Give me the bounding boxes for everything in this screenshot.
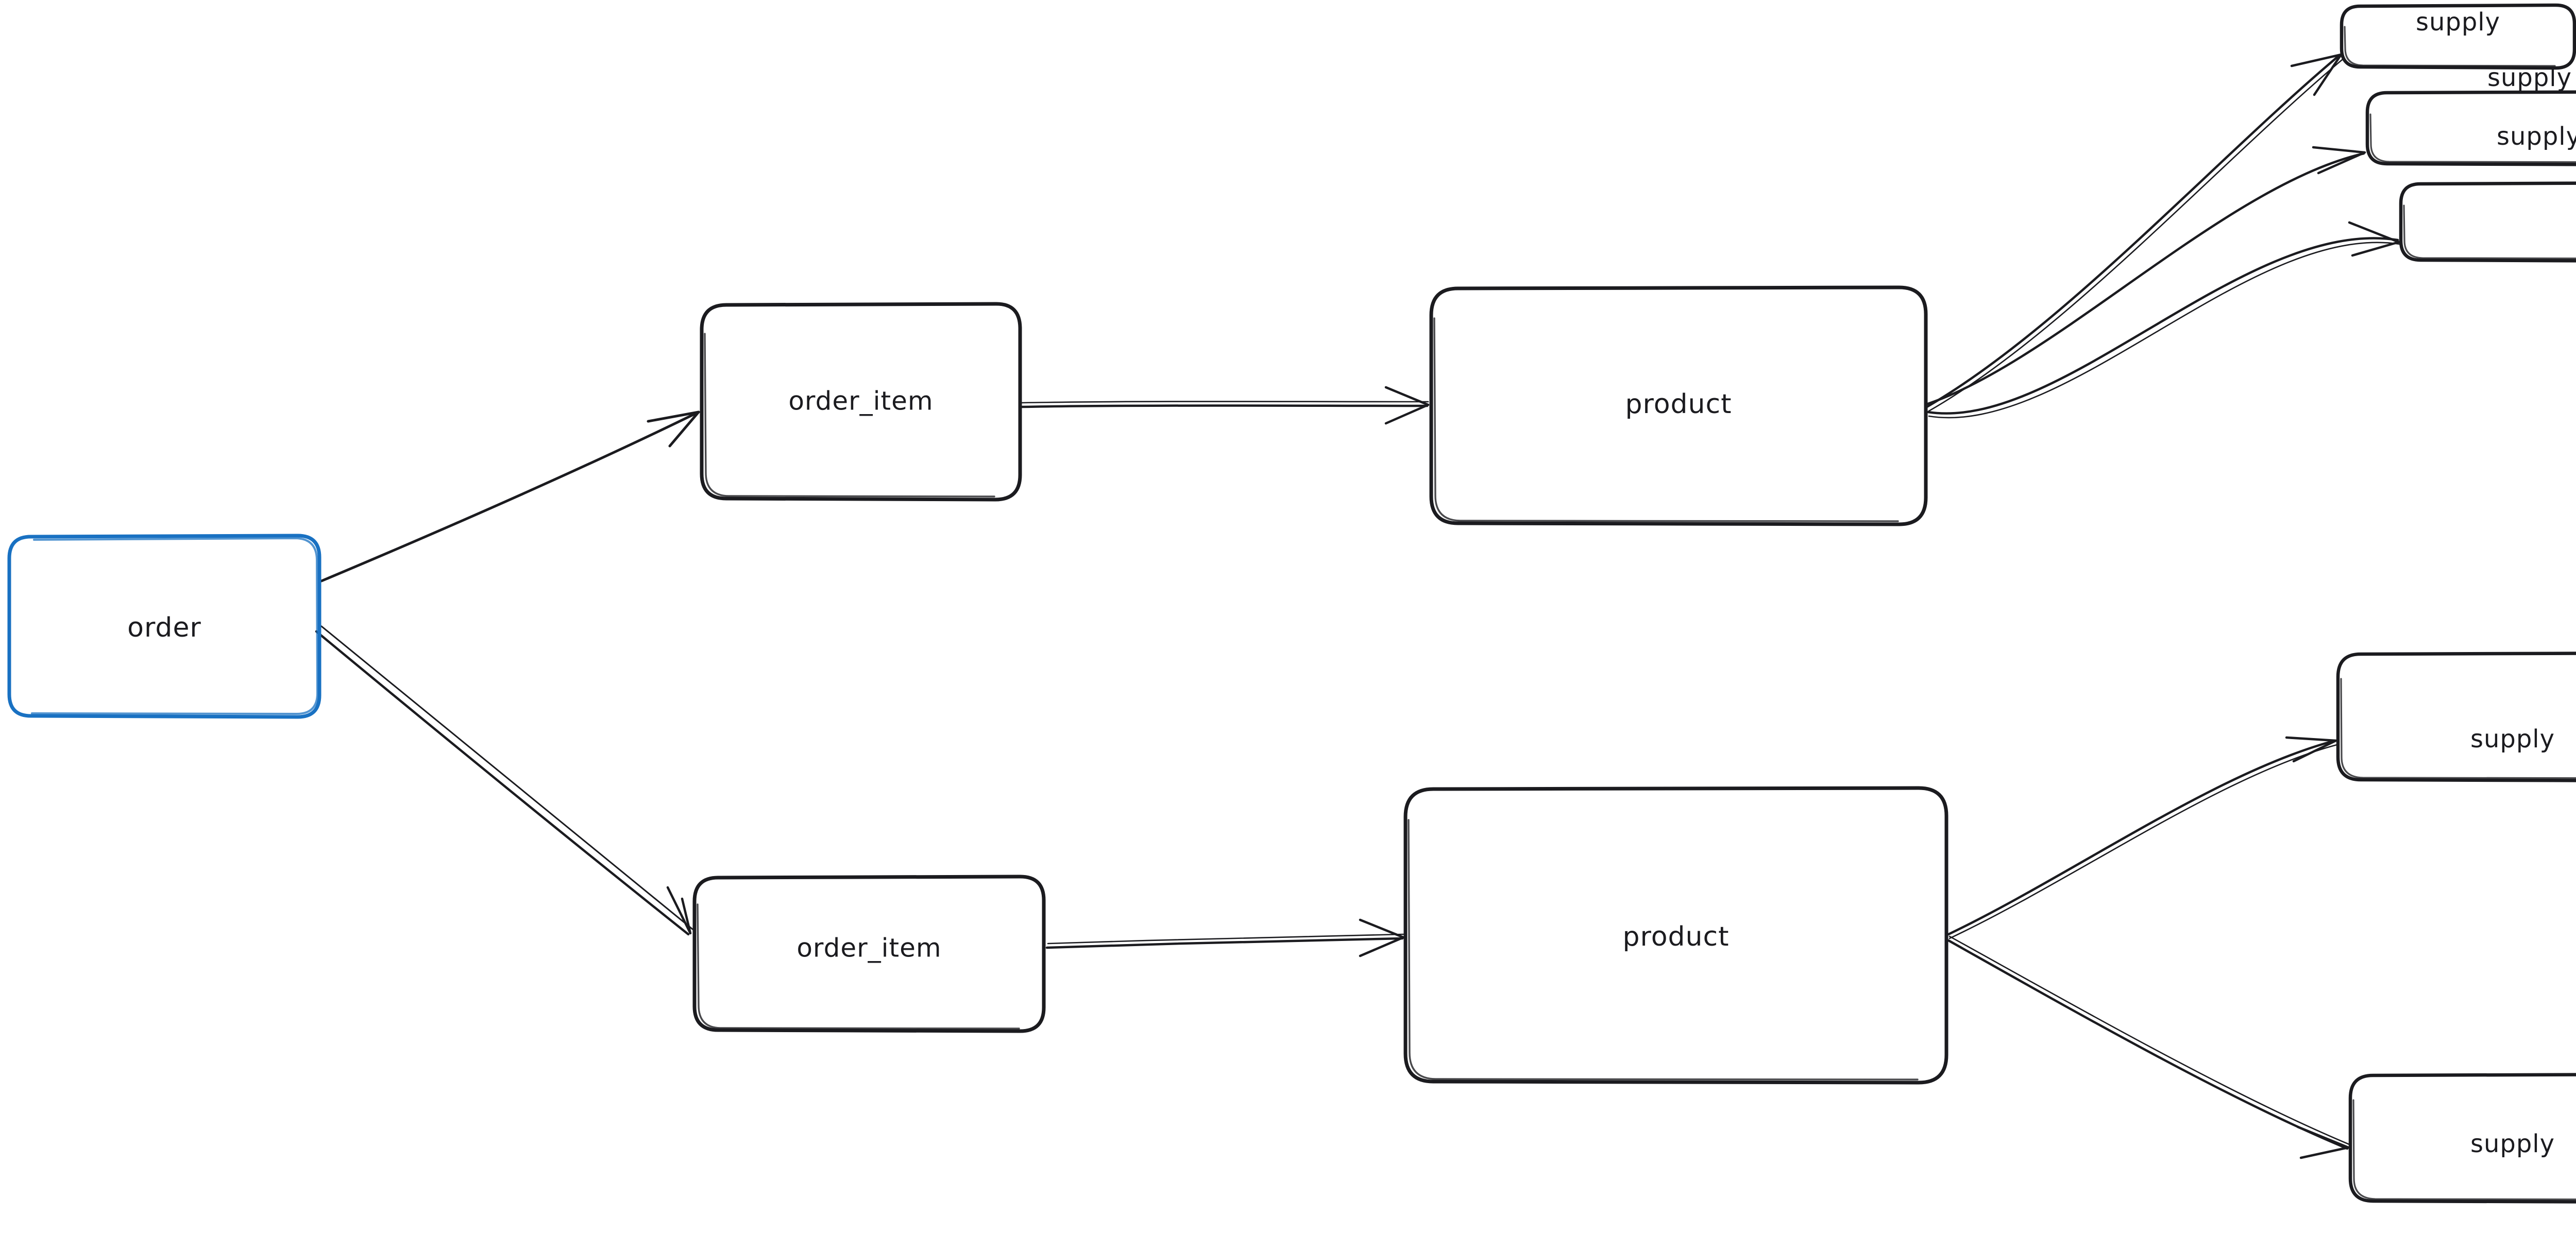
- node-supply-3-label: supply: [2497, 122, 2576, 151]
- edge-order-item-bottom-to-product-bottom[interactable]: [1045, 918, 1405, 957]
- node-order-item-bottom[interactable]: order_item: [692, 875, 1046, 1033]
- node-supply-1-border: [2340, 3, 2576, 70]
- node-supply-5-label: supply: [2470, 1129, 2555, 1158]
- node-order-item-top-border-sketch: [704, 333, 995, 498]
- node-order-item-bottom-border-sketch: [697, 903, 1020, 1030]
- node-product-bottom-label: product: [1622, 921, 1729, 952]
- node-supply-4-border: [2336, 652, 2576, 782]
- node-supply-2-label: supply: [2487, 63, 2572, 92]
- node-supply-3[interactable]: supply: [2399, 122, 2576, 263]
- edge-product-top-to-supply-1[interactable]: [1925, 53, 2343, 412]
- edge-product-top-to-supply-2[interactable]: [1926, 146, 2366, 405]
- edge-product-bottom-to-supply-5[interactable]: [1947, 935, 2350, 1159]
- edge-order-to-order-item-top[interactable]: [320, 410, 700, 583]
- node-order-border-sketch: [31, 537, 319, 715]
- node-product-bottom-border: [1403, 786, 1948, 1085]
- edge-order-item-top-to-product-top[interactable]: [1021, 386, 1430, 425]
- node-supply-2-border-sketch: [2369, 113, 2576, 163]
- node-supply-3-shape: [2401, 183, 2576, 261]
- node-supply-5[interactable]: supply: [2348, 1073, 2576, 1204]
- node-product-top-border: [1429, 285, 1928, 526]
- node-supply-1-border-sketch: [2344, 26, 2556, 67]
- node-order-label: order: [127, 612, 201, 643]
- node-supply-4-label: supply: [2470, 725, 2555, 754]
- node-supply-4[interactable]: supply: [2336, 652, 2576, 782]
- edge-product-top-to-supply-3[interactable]: [1926, 221, 2401, 419]
- node-supply-1[interactable]: supply: [2340, 3, 2576, 70]
- node-product-bottom[interactable]: product: [1403, 786, 1948, 1085]
- node-order-item-top-label: order_item: [788, 386, 933, 416]
- node-supply-5-border: [2348, 1073, 2576, 1204]
- node-product-top-label: product: [1625, 389, 1732, 420]
- node-supply-3-border-sketch: [2403, 204, 2576, 260]
- node-product-bottom-border-sketch: [1408, 819, 1919, 1081]
- node-order[interactable]: order: [7, 534, 321, 719]
- node-order-border: [7, 534, 321, 719]
- node-supply-5-border-sketch: [2352, 1099, 2576, 1201]
- edge-product-bottom-to-supply-4[interactable]: [1947, 736, 2338, 939]
- node-order-item-bottom-label: order_item: [796, 933, 941, 963]
- edge-order-to-order-item-bottom[interactable]: [315, 625, 693, 936]
- node-product-top-border-sketch: [1433, 317, 1899, 522]
- node-order-item-bottom-border: [692, 875, 1046, 1033]
- node-supply-1-label: supply: [2416, 8, 2500, 37]
- node-supply-2[interactable]: supply: [2365, 63, 2576, 166]
- node-product-top[interactable]: product: [1429, 285, 1928, 526]
- node-supply-4-shape: [2338, 653, 2576, 781]
- edges-layer: [315, 53, 2401, 1159]
- node-order-item-top-border: [700, 302, 1022, 502]
- node-supply-2-border: [2365, 90, 2576, 166]
- node-order-item-top[interactable]: order_item: [700, 302, 1022, 502]
- node-supply-4-border-sketch: [2340, 678, 2576, 779]
- node-supply-3-border: [2399, 181, 2576, 263]
